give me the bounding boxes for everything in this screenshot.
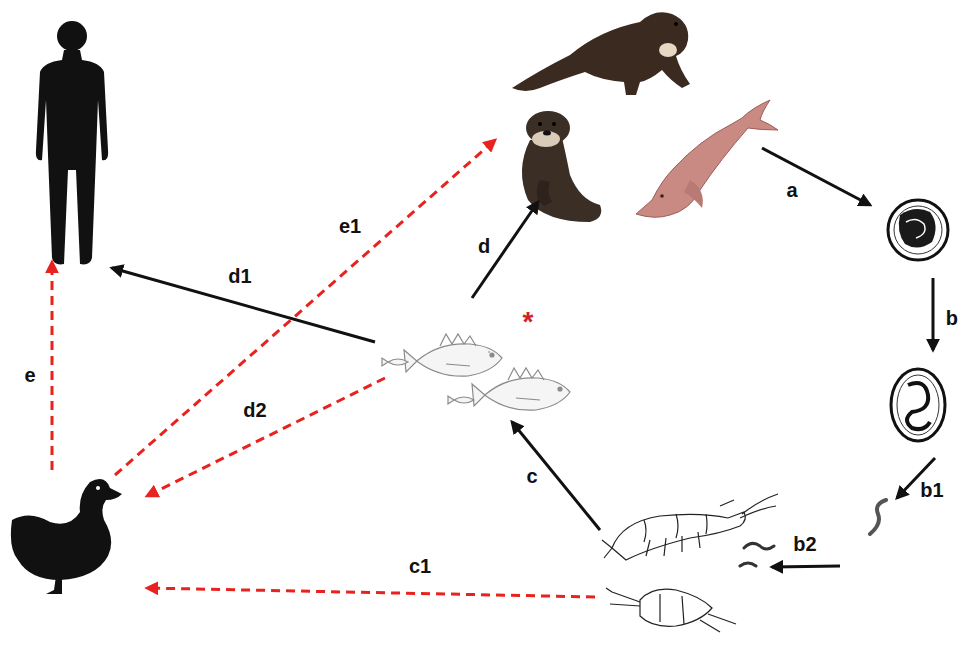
- neotropical-otter-part: [538, 122, 542, 126]
- arrow-c1: [147, 588, 595, 597]
- pathway-letter: e1: [337, 215, 363, 237]
- pathway-letter: d1: [226, 265, 253, 287]
- pathway-letter: d2: [241, 399, 268, 421]
- fish-paratenic-hosts-part: [440, 334, 490, 366]
- neotropical-otter-part: [532, 131, 560, 147]
- embryonated-egg-part: [897, 375, 939, 435]
- fish-paratenic-hosts: [382, 334, 570, 410]
- crustacean-hosts-part: [740, 543, 774, 566]
- arrow-c: [512, 422, 600, 530]
- neotropical-otter-part: [543, 131, 551, 136]
- duck-silhouette-part: [96, 486, 100, 490]
- embryonated-egg-part: [907, 383, 930, 429]
- solid-arrows: [112, 148, 935, 567]
- fish-paratenic-hosts-part: [404, 344, 502, 376]
- human-silhouette: [36, 21, 108, 264]
- fish-paratenic-hosts-part: [558, 387, 562, 391]
- pathway-letter: e: [22, 364, 37, 386]
- arrow-e1: [115, 140, 495, 475]
- river-dolphin-part: [660, 194, 664, 198]
- duck-silhouette-part: [46, 576, 62, 594]
- fish-paratenic-hosts-part: [490, 353, 494, 357]
- embryonated-egg: [891, 369, 945, 441]
- neotropical-otter: [522, 111, 601, 222]
- arrow-d: [472, 202, 538, 298]
- egg-stage: [888, 200, 948, 260]
- river-dolphin: [636, 100, 778, 217]
- fish-paratenic-hosts-part: [508, 368, 544, 400]
- pathway-letter: b1: [918, 479, 945, 501]
- dashed-arrows: [52, 140, 595, 597]
- egg-stage-part: [888, 200, 948, 260]
- egg-stage-part: [894, 206, 942, 254]
- host-marker: *: [521, 307, 536, 337]
- pathway-letter: c: [524, 465, 539, 487]
- free-larva-part: [870, 500, 886, 534]
- crustacean-hosts-part: [644, 514, 707, 542]
- crustacean-hosts: [602, 494, 778, 632]
- egg-stage-part: [899, 209, 936, 247]
- pathway-letter: c1: [407, 555, 433, 577]
- giant-otter-part: [512, 12, 690, 95]
- fish-paratenic-hosts-part: [382, 358, 408, 366]
- duck-silhouette: [11, 479, 122, 594]
- pathway-letter: d: [476, 235, 492, 257]
- giant-otter: [512, 12, 690, 95]
- crustacean-hosts-part: [606, 588, 736, 632]
- giant-otter-part: [674, 22, 678, 26]
- embryonated-egg-part: [891, 369, 945, 441]
- arrow-d2: [147, 378, 385, 496]
- river-dolphin-part: [636, 100, 778, 217]
- river-dolphin-part: [684, 180, 703, 208]
- arrow-a: [762, 148, 870, 205]
- egg-stage-part: [906, 219, 925, 238]
- crustacean-hosts-part: [612, 512, 745, 560]
- human-silhouette-part: [57, 21, 87, 51]
- arrow-b2: [772, 566, 840, 567]
- duck-silhouette-part: [11, 479, 122, 580]
- free-larva: [870, 500, 886, 534]
- arrow-e: [51, 262, 54, 470]
- giant-otter-part: [659, 43, 677, 57]
- arrow-b: [932, 278, 935, 350]
- pathway-letter: b: [944, 307, 960, 329]
- fish-paratenic-hosts-part: [472, 378, 570, 410]
- neotropical-otter-part: [552, 122, 556, 126]
- human-silhouette-part: [36, 50, 108, 264]
- crustacean-hosts-part: [602, 494, 778, 558]
- pathway-letter: b2: [791, 533, 818, 555]
- fish-paratenic-hosts-part: [448, 396, 474, 404]
- neotropical-otter-part: [537, 180, 552, 206]
- pathway-letter: a: [784, 179, 799, 201]
